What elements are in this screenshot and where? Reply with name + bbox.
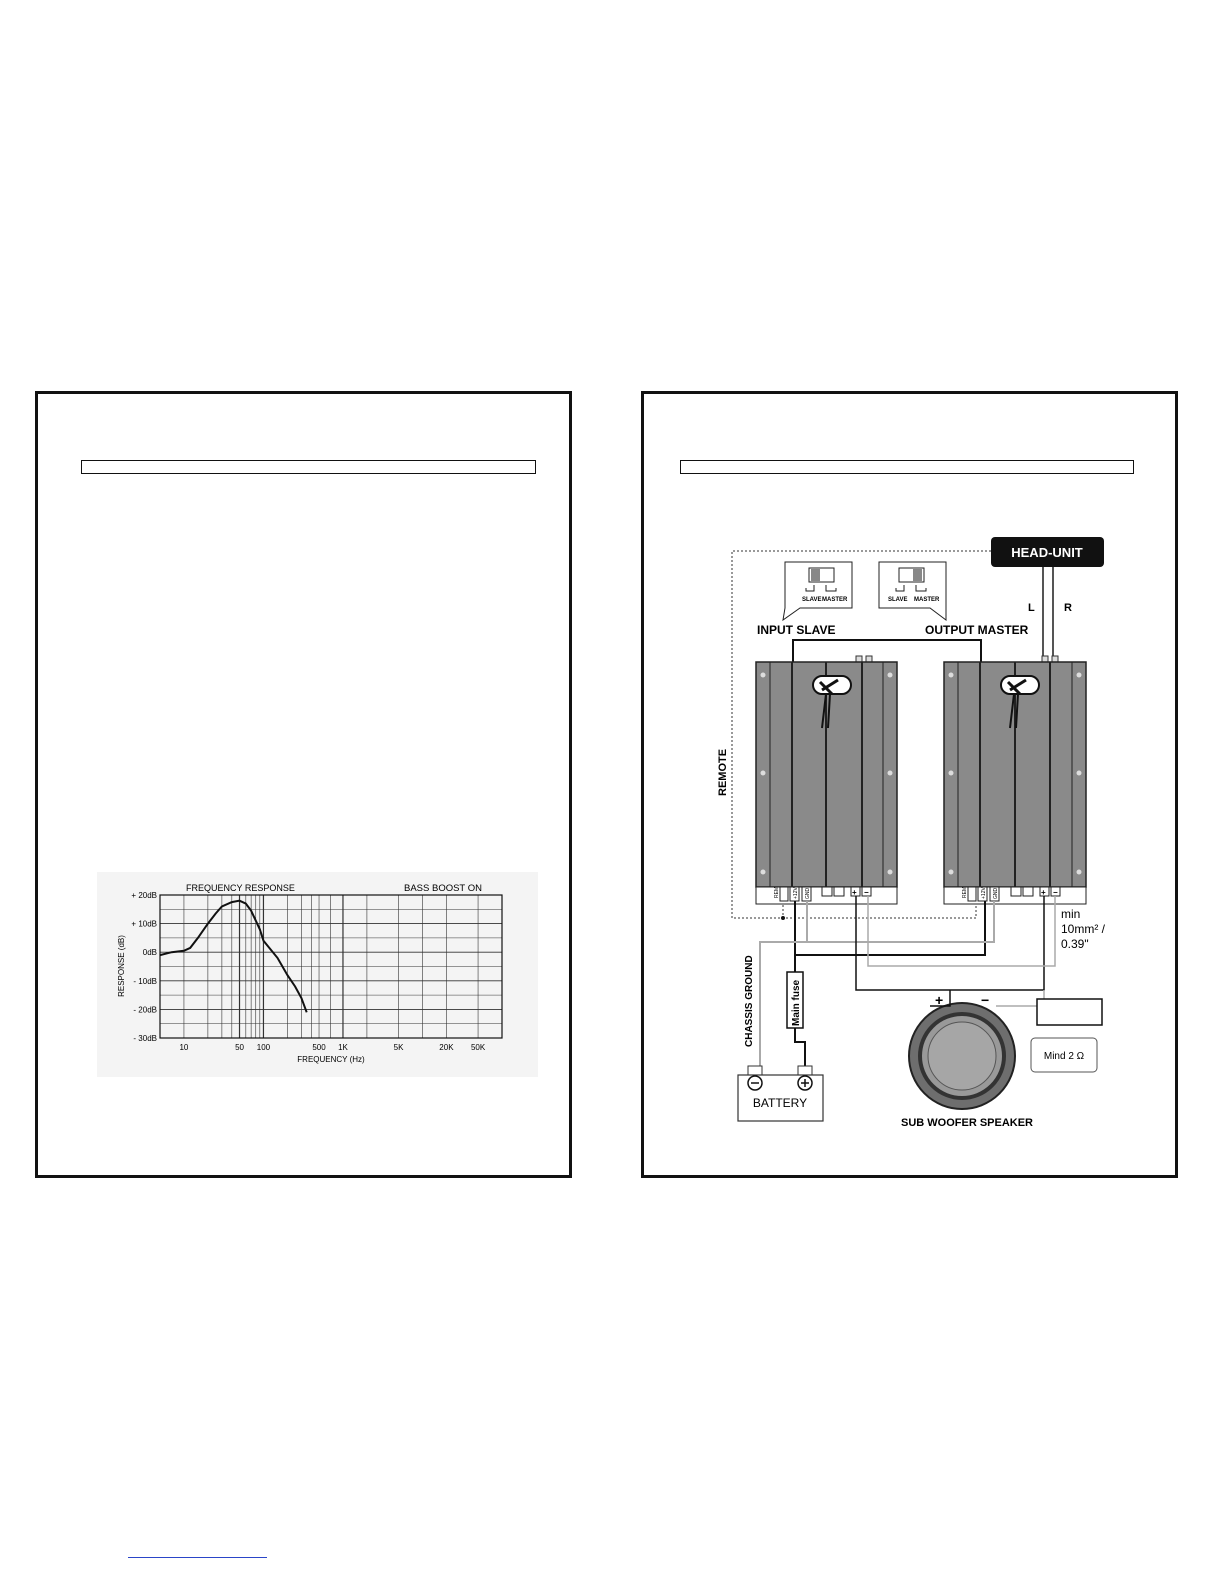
footer-underline xyxy=(128,1557,267,1558)
right-page-panel xyxy=(641,391,1178,1178)
section-header-bar xyxy=(81,460,536,474)
left-page-panel xyxy=(35,391,572,1178)
section-header-bar xyxy=(680,460,1134,474)
